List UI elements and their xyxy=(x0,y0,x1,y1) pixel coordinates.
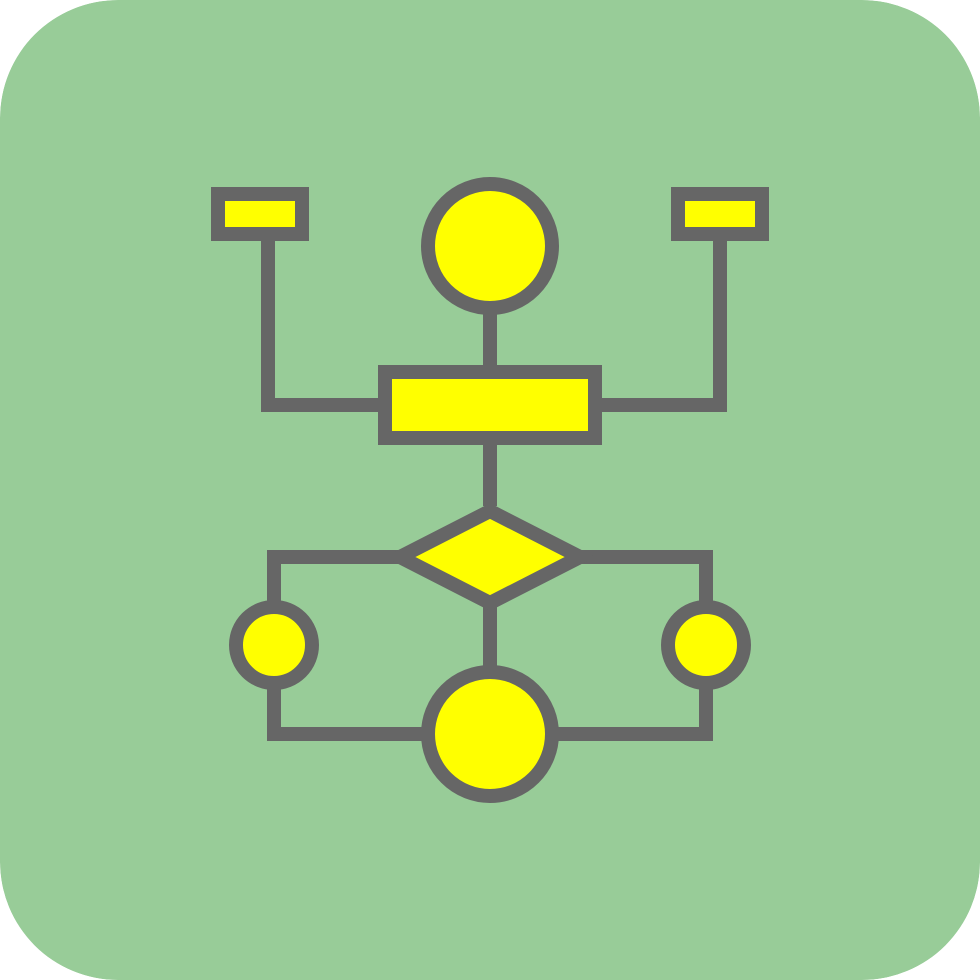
connector-branch-left xyxy=(267,550,402,607)
top-left-rect-node xyxy=(211,187,309,241)
connector-lines xyxy=(261,238,727,741)
bottom-circle-node xyxy=(421,665,559,803)
connector-branch-right xyxy=(578,550,713,607)
left-circle-node xyxy=(229,600,319,690)
connector-left-bottom xyxy=(267,683,425,741)
connector-left-top xyxy=(261,238,384,412)
top-right-rect-node xyxy=(671,187,769,241)
connector-right-top xyxy=(598,238,727,412)
right-circle-node xyxy=(661,600,751,690)
connector-right-bottom xyxy=(555,683,713,741)
flowchart-nodes xyxy=(211,177,769,803)
decision-diamond-node xyxy=(384,503,596,611)
top-circle-node xyxy=(421,177,559,315)
process-rect-node xyxy=(378,365,602,445)
